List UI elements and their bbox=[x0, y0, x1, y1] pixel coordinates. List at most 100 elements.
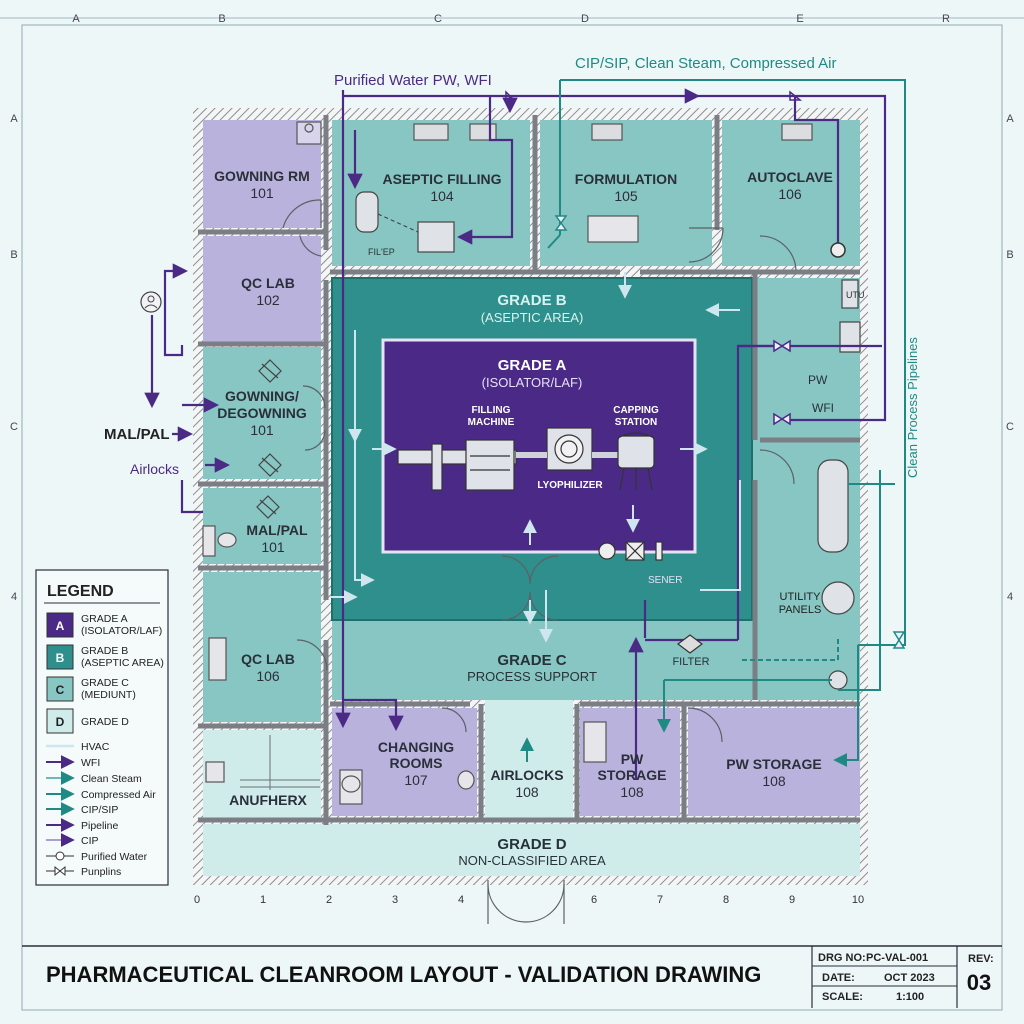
room-changing-num: 107 bbox=[404, 772, 428, 788]
room-formulation-num: 105 bbox=[614, 188, 638, 204]
sensor-annotation: SENER bbox=[648, 575, 682, 586]
utility-fixtures bbox=[817, 279, 861, 690]
grade-a-sub: (ISOLATOR/LAF) bbox=[482, 375, 583, 390]
rev-value: 03 bbox=[967, 970, 991, 995]
legend-line-hvac: HVAC bbox=[81, 741, 110, 753]
person-icon bbox=[140, 291, 162, 313]
filling-machine-label: FILLING bbox=[472, 405, 511, 416]
legend-grade-a: GRADE A bbox=[81, 613, 128, 625]
room-changing: CHANGING bbox=[378, 739, 454, 755]
legend-grade-d: GRADE D bbox=[81, 716, 129, 728]
grid-row-label: C bbox=[10, 421, 18, 433]
cip-sip-annotation: CIP/SIP, Clean Steam, Compressed Air bbox=[575, 55, 837, 72]
pw-wfi-annotation: Purified Water PW, WFI bbox=[334, 72, 492, 89]
drawing-frame bbox=[21, 24, 1003, 1011]
room-pw-storage-small-num: 108 bbox=[620, 784, 644, 800]
room-gowning-degowning-num: 101 bbox=[250, 422, 274, 438]
scale-label: 8 bbox=[723, 894, 729, 906]
grid-col-label: E bbox=[796, 13, 803, 25]
legend-grade-a-sub: (ISOLATOR/LAF) bbox=[81, 625, 162, 637]
grade-b-sub: (ASEPTIC AREA) bbox=[481, 310, 584, 325]
grid-row-label: 4 bbox=[11, 591, 17, 603]
clean-process-annotation: Clean Process Pipelines bbox=[905, 337, 920, 478]
scale-label: 1 bbox=[260, 894, 266, 906]
grid-row-label: A bbox=[1006, 113, 1014, 125]
legend-key-b: B bbox=[56, 651, 65, 665]
legend-line-wfi: WFI bbox=[81, 757, 100, 769]
filter-annotation: FILTER bbox=[672, 656, 709, 668]
scale-label: 6 bbox=[591, 894, 597, 906]
equipment-labels: FILLING MACHINE CAPPING STATION LYOPHILI… bbox=[468, 405, 659, 491]
grade-a-title: GRADE A bbox=[498, 357, 567, 374]
legend-key-d: D bbox=[56, 715, 65, 729]
airlocks-annotation: Airlocks bbox=[130, 461, 179, 477]
capping-station-label: CAPPING bbox=[613, 405, 659, 416]
room-autoclave: AUTOCLAVE bbox=[747, 169, 833, 185]
hvac-flow-arrows bbox=[330, 272, 741, 643]
room-aseptic-filling: ASEPTIC FILLING bbox=[383, 171, 502, 187]
title-block: PHARMACEUTICAL CLEANROOM LAYOUT - VALIDA… bbox=[22, 945, 1002, 1008]
grid-col-label: A bbox=[72, 13, 80, 25]
legend-line-purified-water: Purified Water bbox=[81, 851, 148, 863]
filter-small-annotation: FIL'EP bbox=[368, 247, 395, 257]
scale-label: 4 bbox=[458, 894, 464, 906]
grid-col-label: D bbox=[581, 13, 589, 25]
room-pw-storage-small-2: STORAGE bbox=[598, 767, 667, 783]
grid-row-label: B bbox=[1006, 249, 1013, 261]
wfi-annotation: WFI bbox=[812, 401, 834, 415]
mal-pal-annotation: MAL/PAL bbox=[104, 426, 170, 443]
legend-line-clean-steam: Clean Steam bbox=[81, 773, 142, 785]
hvac-diffusers bbox=[413, 123, 813, 141]
drawing-title: PHARMACEUTICAL CLEANROOM LAYOUT - VALIDA… bbox=[46, 962, 761, 987]
grid-columns: A B C D E R bbox=[72, 13, 950, 25]
fixtures bbox=[202, 121, 639, 805]
date-value: OCT 2023 bbox=[884, 972, 935, 984]
room-qc-lab-num: 102 bbox=[256, 292, 280, 308]
filling-machine-label-2: MACHINE bbox=[468, 417, 515, 428]
room-changing-2: ROOMS bbox=[390, 755, 443, 771]
legend: LEGEND A GRADE A (ISOLATOR/LAF) B GRADE … bbox=[35, 569, 169, 886]
scale-label-tb: SCALE: bbox=[822, 991, 863, 1003]
grade-c-title: GRADE C bbox=[497, 652, 566, 669]
utility-panels-label: UTILITY bbox=[780, 591, 822, 603]
legend-key-a: A bbox=[56, 619, 65, 633]
capping-station bbox=[617, 432, 655, 491]
legend-line-cip-sip: CIP/SIP bbox=[81, 804, 118, 816]
scale-label: 0 bbox=[194, 894, 200, 906]
legend-title: LEGEND bbox=[47, 583, 114, 600]
grid-col-label: C bbox=[434, 13, 442, 25]
zone-labels: GRADE B (ASEPTIC AREA) GRADE A (ISOLATOR… bbox=[458, 292, 606, 868]
valves bbox=[505, 90, 906, 649]
room-labels: GOWNING RM 101 QC LAB 102 GOWNING/ DEGOW… bbox=[214, 168, 833, 808]
room-gowning-degowning-2: DEGOWNING bbox=[217, 405, 307, 421]
room-mal-pal-num: 101 bbox=[261, 539, 285, 555]
room-pw-storage: PW STORAGE bbox=[726, 756, 821, 772]
room-formulation: FORMULATION bbox=[575, 171, 677, 187]
bottom-scale: 0 1 2 3 4 6 7 8 9 10 bbox=[194, 894, 864, 906]
scale-value: 1:100 bbox=[896, 991, 924, 1003]
scale-label: 3 bbox=[392, 894, 398, 906]
room-airlocks: AIRLOCKS bbox=[490, 767, 563, 783]
cip-sip-pipelines bbox=[547, 79, 906, 767]
pw-annotation: PW bbox=[808, 373, 828, 387]
utility-panels-label-2: PANELS bbox=[779, 604, 822, 616]
legend-grade-b: GRADE B bbox=[81, 645, 128, 657]
grade-d-title: GRADE D bbox=[497, 836, 566, 853]
grid-col-label: R bbox=[942, 13, 950, 25]
grid-row-label: A bbox=[10, 113, 18, 125]
legend-grade-b-sub: (ASEPTIC AREA) bbox=[81, 657, 164, 669]
wfi-pipelines bbox=[144, 88, 887, 780]
scale-label: 2 bbox=[326, 894, 332, 906]
filter-symbol bbox=[598, 541, 703, 654]
room-pw-storage-small: PW bbox=[621, 751, 644, 767]
capping-station-label-2: STATION bbox=[615, 417, 657, 428]
rev-label: REV: bbox=[968, 953, 994, 965]
room-qc-lab-106: QC LAB bbox=[241, 651, 295, 667]
legend-key-c: C bbox=[56, 683, 65, 697]
grid-row-label: C bbox=[1006, 421, 1014, 433]
date-label: DATE: bbox=[822, 972, 855, 984]
airlock-interlocks bbox=[256, 359, 282, 519]
door-swings bbox=[282, 199, 797, 924]
room-aseptic-filling-num: 104 bbox=[430, 188, 454, 204]
room-qc-lab: QC LAB bbox=[241, 275, 295, 291]
